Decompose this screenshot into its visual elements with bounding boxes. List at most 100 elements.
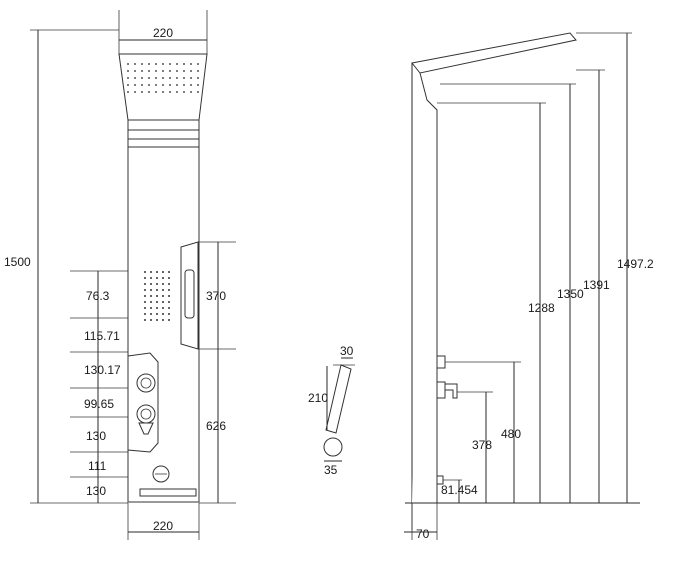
- hand-shower-top-label: 30: [340, 344, 354, 358]
- jet-hole: [156, 277, 158, 279]
- nozzle-dot: [148, 70, 150, 72]
- hand-shower-length-label: 210: [308, 391, 328, 405]
- height-1350-label: 1350: [557, 287, 584, 301]
- front-view: 220 1500: [4, 10, 236, 540]
- shower-head-side: [411, 32, 577, 74]
- jet-hole: [150, 277, 152, 279]
- nozzle-dot: [176, 84, 178, 86]
- bottom-width-label: 220: [153, 519, 173, 533]
- jet-hole: [162, 307, 164, 309]
- side-view: 1497.2 1391 1350 1288 480 378 81.454 70: [404, 32, 654, 541]
- height-1497-label: 1497.2: [617, 257, 654, 271]
- total-height-label: 1500: [4, 255, 31, 269]
- nozzle-dot: [134, 84, 136, 86]
- hand-shower-head: [323, 437, 343, 457]
- nozzle-dot: [169, 84, 171, 86]
- segment-label-7: 130: [86, 484, 106, 498]
- jet-hole: [144, 319, 146, 321]
- nozzle-dot: [162, 91, 164, 93]
- nozzle-dot: [197, 77, 199, 79]
- wall-offset-label: 70: [416, 527, 430, 541]
- nozzle-dot: [176, 91, 178, 93]
- nozzle-dot: [155, 91, 157, 93]
- jet-hole: [156, 271, 158, 273]
- nozzle-dot: [190, 84, 192, 86]
- height-1288-label: 1288: [528, 301, 555, 315]
- nozzle-dot: [148, 91, 150, 93]
- segment-dimensions: 76.3 115.71 130.17 99.65 130 111 130: [70, 270, 128, 503]
- jet-hole: [144, 271, 146, 273]
- spout-height-label: 378: [472, 438, 492, 452]
- jet-hole: [156, 301, 158, 303]
- jet-hole: [144, 277, 146, 279]
- nozzle-dot: [141, 91, 143, 93]
- jet-hole: [144, 289, 146, 291]
- diverter-lever: [138, 422, 154, 435]
- jet-hole: [162, 277, 164, 279]
- nozzle-dot: [183, 70, 185, 72]
- jet-hole: [168, 283, 170, 285]
- hand-shower-handle: [325, 364, 352, 434]
- jet-hole: [162, 271, 164, 273]
- nozzle-dot: [155, 70, 157, 72]
- nozzle-dot: [127, 70, 129, 72]
- jet-hole: [144, 313, 146, 315]
- nozzle-dot: [155, 77, 157, 79]
- lower-body-height-label: 626: [206, 419, 226, 433]
- nozzle-dot: [127, 77, 129, 79]
- jet-hole: [150, 313, 152, 315]
- jet-hole: [162, 283, 164, 285]
- nozzle-dot: [197, 91, 199, 93]
- jet-hole: [150, 289, 152, 291]
- nozzle-dot: [141, 63, 143, 65]
- nozzle-dot: [162, 70, 164, 72]
- segment-label-1: 76.3: [86, 289, 110, 303]
- jet-hole: [150, 295, 152, 297]
- nozzle-dot: [176, 77, 178, 79]
- nozzle-dot: [190, 91, 192, 93]
- nozzle-dot: [197, 84, 199, 86]
- body-jets-grid: [144, 271, 170, 321]
- nozzle-dot: [148, 84, 150, 86]
- jet-hole: [162, 295, 164, 297]
- shower-head-nozzles: [127, 63, 199, 93]
- collar-band-1: [127, 119, 200, 131]
- side-valve-upper: [436, 355, 446, 369]
- nozzle-dot: [169, 77, 171, 79]
- nozzle-dot: [155, 63, 157, 65]
- jet-hole: [150, 319, 152, 321]
- jet-hole: [156, 313, 158, 315]
- nozzle-dot: [134, 70, 136, 72]
- segment-label-5: 130: [86, 429, 106, 443]
- jet-hole: [144, 295, 146, 297]
- jet-hole: [144, 301, 146, 303]
- jet-hole: [150, 301, 152, 303]
- jet-hole: [150, 307, 152, 309]
- jet-hole: [150, 271, 152, 273]
- jet-hole: [168, 313, 170, 315]
- segment-label-3: 130.17: [84, 363, 121, 377]
- nozzle-dot: [183, 63, 185, 65]
- nozzle-dot: [134, 63, 136, 65]
- jet-hole: [156, 289, 158, 291]
- nozzle-dot: [183, 77, 185, 79]
- hand-shower-detail: 30 210 35: [308, 344, 355, 477]
- jet-hole: [156, 283, 158, 285]
- jet-hole: [162, 313, 164, 315]
- nozzle-dot: [190, 70, 192, 72]
- nozzle-dot: [169, 70, 171, 72]
- jet-hole: [168, 277, 170, 279]
- hand-shower-bottom-label: 35: [324, 463, 338, 477]
- nozzle-dot: [155, 84, 157, 86]
- jet-hole: [156, 307, 158, 309]
- nozzle-dot: [190, 77, 192, 79]
- jet-hole: [168, 289, 170, 291]
- control-plate: [127, 352, 159, 453]
- hand-shower-in-holder: [184, 269, 195, 319]
- nozzle-dot: [176, 70, 178, 72]
- jet-hole: [168, 307, 170, 309]
- nozzle-dot: [141, 77, 143, 79]
- nozzle-dot: [162, 63, 164, 65]
